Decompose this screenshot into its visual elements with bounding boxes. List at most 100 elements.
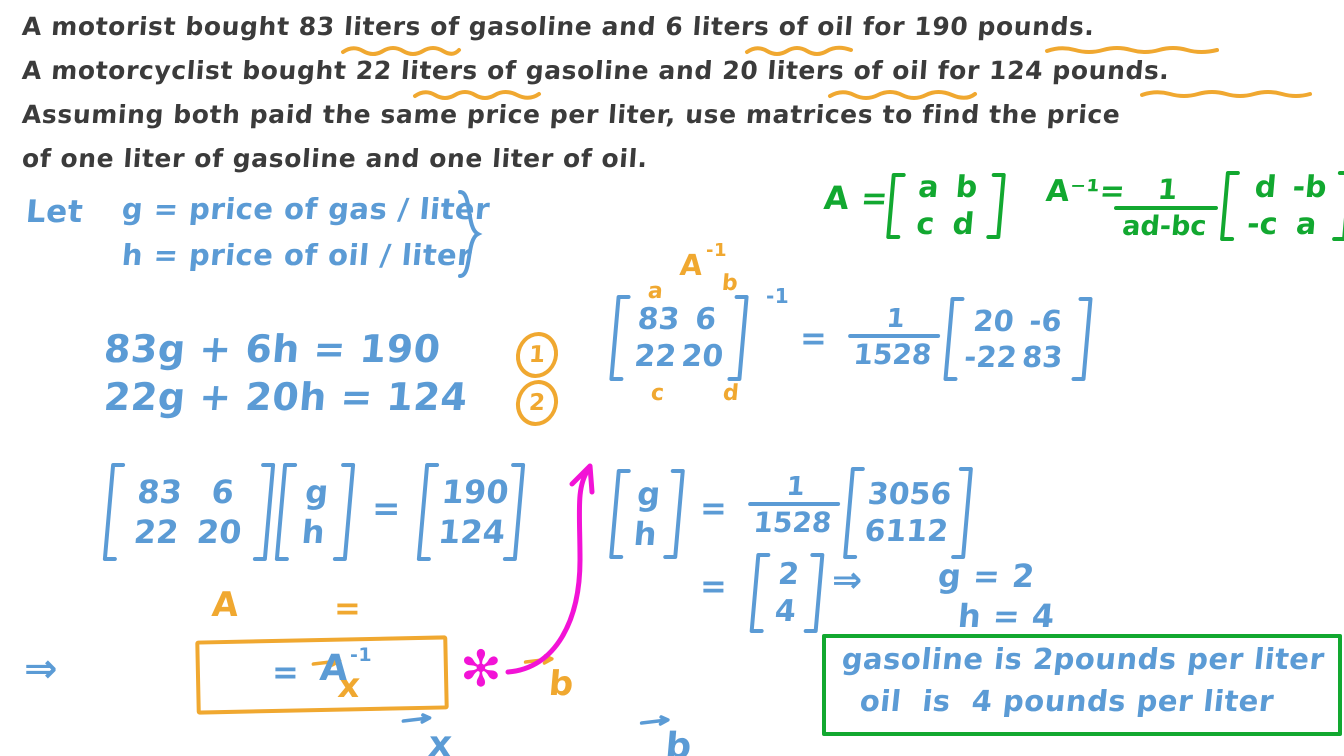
bracket-right xyxy=(1332,170,1344,242)
vector-arrow-icon xyxy=(383,638,466,724)
bracket-right xyxy=(663,468,686,560)
formula-inverse-fraction: 1 ad-bc xyxy=(1111,173,1221,242)
highlight-underline-6-liters xyxy=(745,44,855,56)
boxed-b: b xyxy=(609,652,701,756)
solution-equals: = xyxy=(700,489,728,527)
label-vector-x: x xyxy=(284,598,368,741)
entry-label-d: d xyxy=(721,381,741,406)
matrix-row: 3056 xyxy=(866,476,953,512)
vector-arrow-icon xyxy=(294,586,373,668)
boxed-equals: = xyxy=(272,653,300,691)
formula-a-matrix: a b c d xyxy=(885,169,1007,242)
inverse-fraction: 1 1528 xyxy=(845,304,943,371)
bracket-left xyxy=(416,462,440,562)
bracket-left xyxy=(608,468,631,560)
equation-2-number: 2 xyxy=(514,380,560,426)
answer-line-1: gasoline is 2pounds per liter xyxy=(840,642,1327,676)
inverse-exponent: -1 xyxy=(766,284,790,308)
problem-line-1: A motorist bought 83 liters of gasoline … xyxy=(21,12,1096,41)
bracket-right xyxy=(727,294,750,382)
formula-a-label: A = xyxy=(822,179,890,217)
solution-implies: ⇒ xyxy=(832,560,863,601)
definitions-brace xyxy=(456,188,483,280)
bracket-left xyxy=(885,172,906,240)
definition-h: h = price of oil / liter xyxy=(120,238,474,272)
inverse-title-A: A xyxy=(678,248,705,282)
matrix-row: 124 xyxy=(436,513,507,551)
matrix-row: -c a xyxy=(1245,207,1319,242)
highlight-underline-83-liters xyxy=(341,44,461,56)
boxed-inverse-exponent: -1 xyxy=(350,644,373,666)
matrix-row: h xyxy=(632,515,659,553)
definition-g: g = price of gas / liter xyxy=(120,192,492,226)
matrix-row: g xyxy=(303,473,330,511)
matrix-row: a b xyxy=(917,169,979,205)
matrix-row: c d xyxy=(914,207,976,242)
asterisk-mark: ✻ xyxy=(460,640,503,698)
matrix-row: 22 20 xyxy=(132,513,244,551)
label-matrix-A: A xyxy=(210,585,241,625)
solution-product-matrix: 3056 6112 xyxy=(842,466,974,560)
label-equals-ab: = xyxy=(334,589,362,627)
vector-arrow-icon xyxy=(505,584,586,666)
highlight-underline-22-liters xyxy=(413,88,543,100)
inverse-equals: = xyxy=(800,319,828,357)
inverse-source-matrix: 83 6 22 20 xyxy=(608,294,750,382)
inverse-title-exponent: -1 xyxy=(706,240,727,261)
bracket-left xyxy=(102,462,126,562)
matrix-row: g xyxy=(635,475,662,513)
entry-label-c: c xyxy=(649,381,666,406)
g-value: g = 2 xyxy=(936,557,1037,595)
highlight-underline-124-pounds xyxy=(1140,88,1312,98)
inverse-result-matrix: 20 -6 -22 83 xyxy=(942,296,1094,382)
matrix-row: h xyxy=(300,513,327,551)
matrix-row: -22 83 xyxy=(962,340,1065,374)
coefficient-matrix: 83 6 22 20 xyxy=(102,462,277,562)
bracket-right xyxy=(951,466,974,560)
boxed-x: x xyxy=(372,650,461,756)
final-result-vector: 2 4 xyxy=(748,552,825,634)
bracket-right xyxy=(252,462,277,562)
h-value: h = 4 xyxy=(956,597,1057,635)
matrix-row: 22 20 xyxy=(632,339,725,374)
equation-1-number: 1 xyxy=(514,332,560,378)
boxed-inverse-A: A xyxy=(318,648,351,689)
bracket-left xyxy=(942,296,965,382)
label-vector-b: b xyxy=(495,596,582,739)
problem-line-3: Assuming both paid the same price per li… xyxy=(21,100,1122,129)
bracket-right xyxy=(986,172,1007,240)
bracket-left xyxy=(1219,170,1240,242)
bracket-left xyxy=(608,294,631,382)
solution-unknown-vector: g h xyxy=(608,468,686,560)
matrix-row: 190 xyxy=(440,473,511,511)
matrix-row: 4 xyxy=(773,594,798,629)
unknown-vector: g h xyxy=(274,462,357,562)
answer-box-border xyxy=(822,634,1342,736)
matrix-row: 6112 xyxy=(863,514,950,549)
matrix-row: d -b xyxy=(1253,169,1329,205)
answer-line-2: oil is 4 pounds per liter xyxy=(858,684,1276,718)
matrix-row: 83 6 xyxy=(636,301,718,337)
highlight-underline-190-pounds xyxy=(1045,44,1220,54)
problem-line-2: A motorcyclist bought 22 liters of gasol… xyxy=(21,56,1171,85)
bracket-right xyxy=(803,552,825,634)
solution-fraction: 1 1528 xyxy=(745,472,843,539)
equation-2: 22g + 20h = 124 xyxy=(102,375,470,419)
matrix-row: 2 xyxy=(776,556,801,592)
highlight-underline-20-liters xyxy=(828,88,978,100)
equation-1: 83g + 6h = 190 xyxy=(102,327,443,371)
bracket-right xyxy=(1071,296,1094,382)
entry-label-b: b xyxy=(720,271,740,296)
bracket-left xyxy=(274,462,298,562)
problem-line-4: of one liter of gasoline and one liter o… xyxy=(21,144,649,173)
formula-adjugate-matrix: d -b -c a xyxy=(1219,170,1344,242)
constant-vector: 190 124 xyxy=(416,462,527,562)
let-label: Let xyxy=(24,194,85,230)
bracket-left xyxy=(842,466,865,560)
matrix-row: 83 6 xyxy=(135,473,236,511)
matrix-row: 20 -6 xyxy=(971,303,1064,338)
vector-arrow-icon xyxy=(620,640,705,726)
bracket-left xyxy=(748,552,771,634)
matrix-equation-equals: = xyxy=(372,489,401,529)
